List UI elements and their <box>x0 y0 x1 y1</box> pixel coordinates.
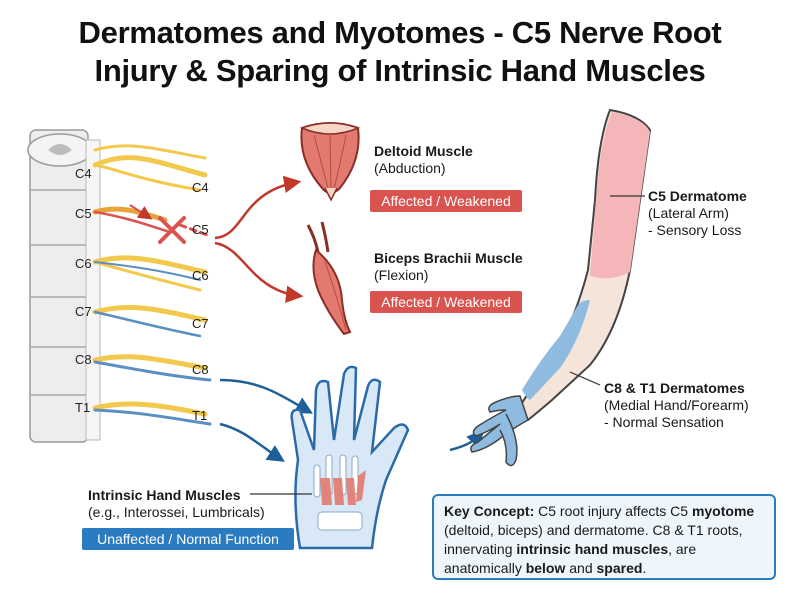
injury-x-icon <box>158 216 186 244</box>
spine-label-c6: C6 <box>75 256 92 271</box>
root-label-t1: T1 <box>192 408 208 423</box>
root-label-c6: C6 <box>192 268 209 283</box>
spine-label-c8: C8 <box>75 352 92 367</box>
biceps-muscle-illustration <box>306 221 352 336</box>
deltoid-status-badge: Affected / Weakened <box>370 190 522 212</box>
arrow-c8-to-hand <box>219 378 314 414</box>
injury-arrow <box>129 204 153 220</box>
spine-label-c5: C5 <box>75 206 92 221</box>
key-concept-box: Key Concept: C5 root injury affects C5 m… <box>432 494 776 580</box>
arrow-to-deltoid <box>214 175 302 240</box>
c5-dermatome-line2: (Lateral Arm) <box>648 205 729 221</box>
key-concept-text-1: C5 root injury affects C5 <box>534 503 692 519</box>
title-line-1: Dermatomes and Myotomes - C5 Nerve Root <box>78 15 722 50</box>
hand-muscles-examples: (e.g., Interossei, Lumbricals) <box>88 504 265 520</box>
c5-dermatome-label: C5 Dermatome (Lateral Arm) - Sensory Los… <box>648 188 747 239</box>
deltoid-action: (Abduction) <box>374 160 446 176</box>
deltoid-name: Deltoid Muscle <box>374 143 473 159</box>
hand-illustration <box>290 365 410 550</box>
nerve-roots <box>92 144 212 426</box>
spinal-column <box>27 129 101 443</box>
arrow-t1-to-hand <box>219 422 285 462</box>
spine-label-t1: T1 <box>75 400 91 415</box>
hand-status-badge: Unaffected / Normal Function <box>82 528 294 550</box>
key-concept-text-3: , are anatomically <box>444 541 697 576</box>
root-label-c8: C8 <box>192 362 209 377</box>
key-concept-bold-myotome: myotome <box>691 503 755 519</box>
key-concept-label: Key Concept: <box>444 503 535 519</box>
key-concept-text-5: . <box>642 560 647 576</box>
hand-muscles-name: Intrinsic Hand Muscles <box>88 487 241 503</box>
deltoid-label: Deltoid Muscle (Abduction) <box>374 143 473 177</box>
page-title: Dermatomes and Myotomes - C5 Nerve Root … <box>0 14 800 90</box>
c8t1-dermatome-name: C8 & T1 Dermatomes <box>604 380 745 396</box>
c8t1-dermatome-label: C8 & T1 Dermatomes (Medial Hand/Forearm)… <box>604 380 749 431</box>
root-label-c5: C5 <box>192 222 209 237</box>
key-concept-bold-intrinsic: intrinsic hand muscles <box>516 541 669 557</box>
biceps-action: (Flexion) <box>374 267 429 283</box>
key-concept-text-4: and <box>565 560 597 576</box>
c8t1-dermatome-line2: (Medial Hand/Forearm) <box>604 397 749 413</box>
root-label-c4: C4 <box>192 180 209 195</box>
hand-muscles-label: Intrinsic Hand Muscles (e.g., Interossei… <box>88 487 265 521</box>
deltoid-muscle-illustration <box>299 122 361 202</box>
arm-illustration <box>470 108 652 467</box>
c5-dermatome-name: C5 Dermatome <box>648 188 747 204</box>
c5-dermatome-line3: - Sensory Loss <box>648 222 742 238</box>
spine-label-c4: C4 <box>75 166 92 181</box>
title-line-2: Injury & Sparing of Intrinsic Hand Muscl… <box>94 53 706 88</box>
key-concept-bold-spared: spared <box>596 560 643 576</box>
biceps-status-badge: Affected / Weakened <box>370 291 522 313</box>
biceps-name: Biceps Brachii Muscle <box>374 250 523 266</box>
leader-lines <box>250 195 645 495</box>
c8t1-dermatome-line3: - Normal Sensation <box>604 414 724 430</box>
root-label-c7: C7 <box>192 316 209 331</box>
biceps-label: Biceps Brachii Muscle (Flexion) <box>374 250 523 284</box>
spine-label-c7: C7 <box>75 304 92 319</box>
key-concept-bold-below: below <box>525 560 566 576</box>
key-concept-text-2: (deltoid, biceps) and dermatome. C8 & T1… <box>444 522 743 557</box>
arrow-to-biceps <box>214 241 304 304</box>
